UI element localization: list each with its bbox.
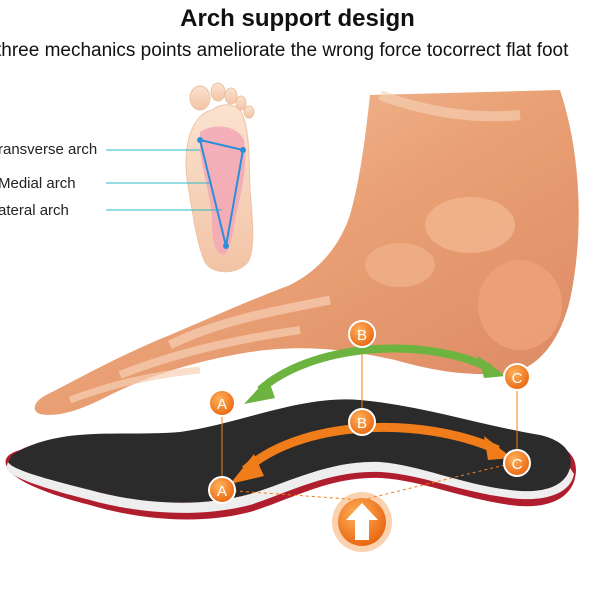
label-guides xyxy=(106,149,222,211)
point-label: B xyxy=(357,415,367,432)
up-arrow-icon xyxy=(332,492,392,552)
foot-skeleton xyxy=(34,90,579,415)
page-subtitle: three mechanics points ameliorate the wr… xyxy=(0,40,569,61)
point-label: A xyxy=(217,483,227,500)
point-label: C xyxy=(512,456,523,473)
label-transverse-arch: ransverse arch xyxy=(0,141,98,158)
point-label: C xyxy=(512,370,523,387)
curved-double-arrow-icon xyxy=(244,344,506,404)
point-marker-a-upper: A xyxy=(208,389,236,417)
point-label: A xyxy=(217,396,227,413)
point-marker-c-upper: C xyxy=(503,363,531,391)
label-lateral-arch: ateral arch xyxy=(0,202,69,219)
footprint-diagram xyxy=(185,82,255,273)
point-marker-b-upper: B xyxy=(348,320,376,348)
point-marker-c-lower: C xyxy=(503,449,531,477)
point-label: B xyxy=(357,327,367,344)
point-marker-a-lower: A xyxy=(208,476,236,504)
label-medial-arch: Medial arch xyxy=(0,175,76,192)
page-title: Arch support design xyxy=(180,5,415,32)
point-marker-b-lower: B xyxy=(348,408,376,436)
